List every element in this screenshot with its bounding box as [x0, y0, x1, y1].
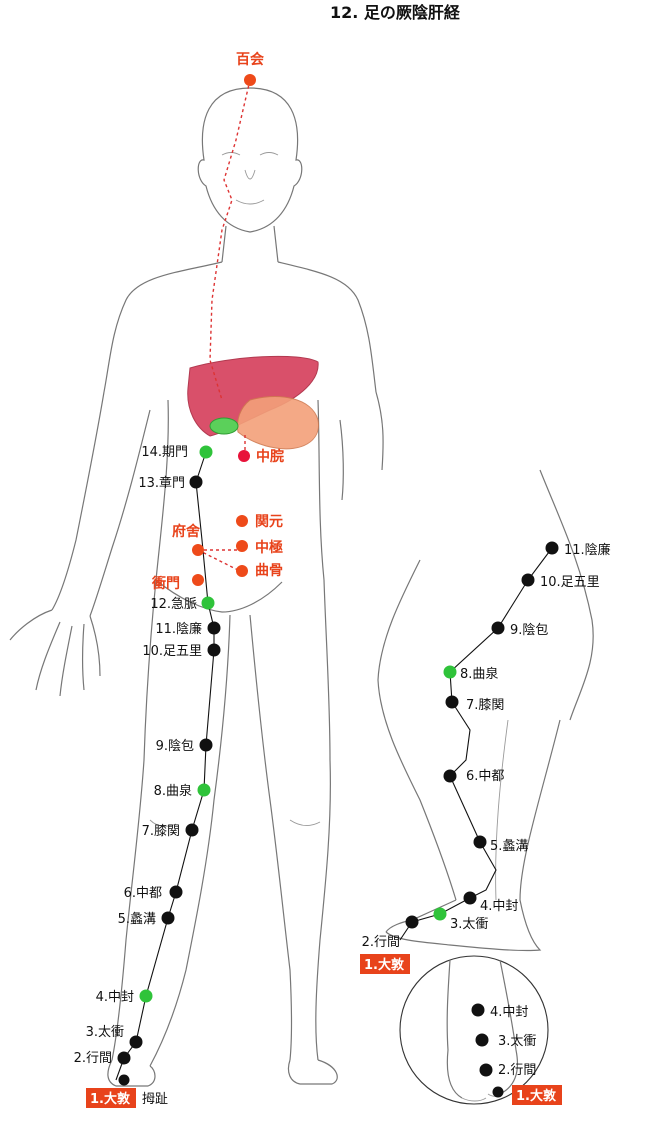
front-point-dot [129, 1035, 143, 1049]
organ-point-label-3: 曲骨 [255, 562, 283, 579]
organ-point-dot-5 [192, 574, 204, 586]
foot-point-label: 4.中封 [490, 1005, 528, 1020]
foot-points [471, 1003, 493, 1077]
side-point-label: 7.膝関 [466, 698, 504, 713]
side-start-box [360, 954, 410, 974]
foot-point-dot [471, 1003, 485, 1017]
front-point-dot [201, 596, 215, 610]
foot-point-label: 2.行間 [498, 1063, 536, 1078]
top-point-dot [244, 74, 256, 86]
organ-point-dot-4 [192, 544, 204, 556]
front-point-label: 6.中都 [124, 886, 162, 901]
foot-point-label: 3.太衝 [498, 1034, 536, 1049]
side-point-label: 9.陰包 [510, 623, 548, 638]
organ-point-label-4: 府舍 [172, 523, 201, 540]
front-point-label: 10.足五里 [142, 644, 202, 659]
front-start-dot [118, 1074, 130, 1086]
front-point-label: 13.章門 [138, 475, 185, 491]
side-points [405, 541, 559, 929]
foot-outline [446, 959, 519, 1102]
front-point-label: 8.曲泉 [154, 783, 192, 799]
front-point-dot [117, 1051, 131, 1065]
front-point-dot [197, 783, 211, 797]
foot-point-dot [475, 1033, 489, 1047]
front-point-label: 9.陰包 [156, 739, 194, 754]
side-point-dot [545, 541, 559, 555]
front-point-label: 2.行間 [74, 1051, 112, 1066]
organ-point-label-0: 中脘 [256, 448, 284, 465]
front-point-dot [139, 989, 153, 1003]
foot-start-dot [492, 1086, 504, 1098]
front-point-label: 3.太衝 [86, 1025, 124, 1040]
internal-pathway [197, 79, 251, 573]
front-start-note: 拇趾 [142, 1092, 168, 1107]
foot-start-box [512, 1085, 562, 1105]
side-point-label: 11.陰廉 [564, 542, 611, 558]
side-point-label: 10.足五里 [540, 575, 600, 590]
front-points [117, 445, 221, 1065]
front-point-label: 5.蠡溝 [118, 911, 156, 927]
front-point-label: 4.中封 [96, 990, 134, 1005]
side-point-dot [491, 621, 505, 635]
side-point-dot [443, 769, 457, 783]
side-point-dot [433, 907, 447, 921]
organs [187, 355, 319, 450]
side-leg-outline [377, 469, 594, 952]
foot-inset-circle [399, 955, 549, 1105]
side-start-label: 1.大敦 [364, 957, 405, 973]
front-point-dot [207, 621, 221, 635]
front-point-dot [199, 445, 213, 459]
front-point-dot [161, 911, 175, 925]
side-point-dot [405, 915, 419, 929]
organ-point-label-2: 中極 [255, 539, 283, 556]
gallbladder-shape [209, 417, 239, 435]
front-point-label: 14.期門 [141, 445, 188, 460]
front-labels: 14.期門 13.章門 12.急脈 11.陰廉 10.足五里 9.陰包 8.曲泉 7.膝関 6.… [74, 445, 202, 1066]
side-point-label: 2.行間 [362, 935, 400, 950]
organ-point-dot-0 [238, 450, 250, 462]
side-point-label: 4.中封 [480, 899, 518, 914]
front-point-dot [189, 475, 203, 489]
stomach-shape [237, 396, 319, 450]
side-labels: 11.陰廉 10.足五里 9.陰包 8.曲泉 7.膝関 6.中都 5.蠡溝 4.中封 3.太衝 2… [362, 542, 611, 950]
side-point-dot [521, 573, 535, 587]
foot-labels: 4.中封 3.太衝 2.行間 [490, 1005, 536, 1078]
front-body-outline [9, 87, 384, 1087]
side-point-label: 6.中都 [466, 769, 504, 784]
side-point-label: 3.太衝 [450, 917, 488, 932]
organ-point-dot-3 [236, 565, 248, 577]
front-start-label: 1.大敦 [90, 1091, 131, 1107]
front-start-box [86, 1088, 136, 1108]
side-point-dot [443, 665, 457, 679]
side-meridian-line [399, 547, 553, 941]
front-point-dot [169, 885, 183, 899]
organ-point-dot-2 [236, 540, 248, 552]
front-point-dot [185, 823, 199, 837]
organ-point-label-5: 衝門 [151, 575, 180, 592]
side-point-dot [445, 695, 459, 709]
front-point-dot [199, 738, 213, 752]
organ-point-label-1: 関元 [255, 514, 283, 530]
front-point-label: 11.陰廉 [155, 621, 202, 637]
organ-point-dot-1 [236, 515, 248, 527]
side-point-label: 5.蠡溝 [490, 838, 528, 854]
side-point-label: 8.曲泉 [460, 666, 498, 682]
foot-start-label: 1.大敦 [516, 1088, 557, 1104]
diagram-title: 12. 足の厥陰肝経 [330, 3, 461, 22]
top-point-label: 百会 [236, 51, 265, 68]
front-point-label: 7.膝関 [142, 824, 180, 839]
front-point-dot [207, 643, 221, 657]
front-point-label: 12.急脈 [150, 597, 197, 612]
side-point-dot [463, 891, 477, 905]
foot-point-dot [479, 1063, 493, 1077]
side-point-dot [473, 835, 487, 849]
